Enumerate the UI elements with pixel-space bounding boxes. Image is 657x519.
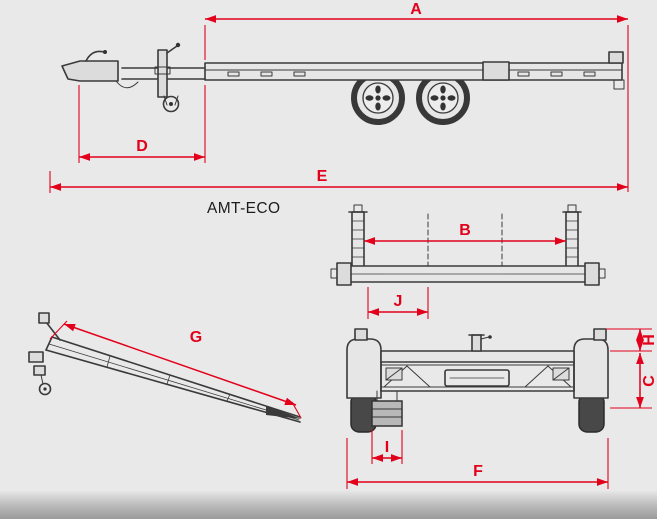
jockey-hub-tilted [43,387,47,391]
tie-down-slots [227,71,596,77]
dim-label-d: D [136,138,148,155]
dim-label-e: E [317,168,328,185]
toolbox [482,61,510,81]
dimension-h: H [606,328,657,352]
dimension-j: J [367,287,429,319]
support-box [371,390,403,427]
dimension-g: G [49,320,302,419]
end-plate-right [584,262,600,286]
top-view [330,204,606,286]
dim-label-a: A [410,1,422,18]
tire-right [578,393,605,433]
jockey-post-rear [468,334,492,352]
fender-left [346,338,382,399]
dimension-i: I [371,430,403,464]
rear-bracket [613,79,625,90]
right-rail [565,211,579,269]
jockey-wheel-assembly [154,42,181,113]
winch-head [38,312,50,324]
winch-post-folded [45,321,61,341]
dim-label-b: B [459,222,471,239]
rear-lamp-side [608,51,624,64]
coupling-block-upper [28,351,44,363]
hinge-nub-left [330,268,338,279]
rail-nub-right [567,204,577,213]
dimension-d: D [78,85,206,163]
coupling-handle-knob [103,50,107,54]
lamp-right [593,328,607,341]
side-view [61,42,625,125]
end-plate-left [336,262,352,286]
fender-right [573,338,609,399]
bottom-gradient-band [0,490,657,519]
rail-ticks [351,220,579,258]
reflector-right-diag [552,367,570,381]
dimension-f: F [346,438,609,489]
wheel-front [351,71,405,125]
rail-nub-left [353,204,363,213]
dim-label-g: G [190,329,202,346]
wheel-rear [416,71,470,125]
dimension-c: C [610,353,657,409]
bed-band-rear [380,350,575,363]
rear-view [346,328,609,433]
dimension-a: A [204,1,629,192]
hinge-nub-right [598,268,606,279]
dimension-b: B [364,222,566,245]
coupling-handle [85,50,105,62]
license-plate [444,369,510,387]
bed-front-edge [45,336,53,351]
reflector-left-diag [385,367,403,381]
lamp-left [354,328,368,341]
jockey-wheel-tilted [38,382,52,396]
dim-label-f: F [473,463,483,480]
model-label: AMT-ECO [207,200,280,217]
dim-label-i: I [385,439,389,456]
ramp-tip [266,406,302,419]
coupling-head [61,60,119,82]
dim-label-c: C [641,375,657,387]
dim-label-h: H [641,334,657,346]
coupling-block-lower [33,365,46,376]
left-rail [351,211,365,269]
safety-cable [115,80,139,89]
dim-label-j: J [394,293,403,310]
dimension-e: E [49,168,628,193]
jockey-post-tilted [40,374,44,385]
